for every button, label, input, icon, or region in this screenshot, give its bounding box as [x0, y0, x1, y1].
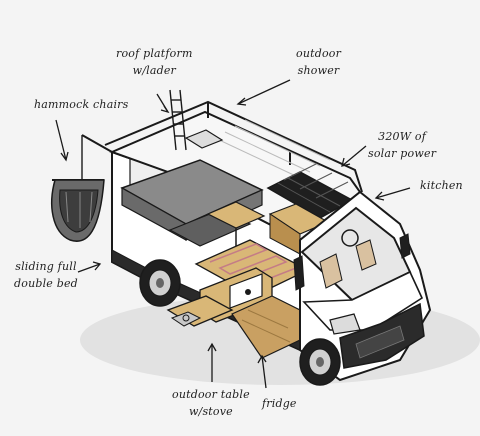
- label-solar-power: 320W of solar power: [368, 128, 436, 162]
- label-outdoor-table-line1: outdoor table: [172, 388, 250, 401]
- label-hammock-chairs-line1: hammock chairs: [34, 98, 129, 111]
- label-fridge: fridge: [262, 395, 297, 412]
- label-hammock-chairs: hammock chairs: [34, 96, 128, 113]
- hammock-chair: [51, 179, 105, 242]
- label-fridge-line1: fridge: [262, 397, 297, 410]
- label-kitchen: kitchen: [420, 177, 463, 194]
- label-outdoor-table: outdoor table w/stove: [172, 386, 250, 420]
- hood: [302, 270, 424, 331]
- label-sliding-bed-line1: sliding full: [15, 260, 77, 273]
- label-solar-power-line1: 320W of: [378, 130, 427, 143]
- hammock-pole: [81, 134, 113, 153]
- arrow-fridge: [261, 355, 267, 389]
- label-solar-power-line2: solar power: [368, 147, 437, 160]
- steering-wheel: [341, 229, 359, 247]
- label-roof-platform-line1: roof platform: [116, 47, 193, 60]
- roof-ladder: [169, 89, 187, 151]
- arrow-kitchen: [375, 187, 411, 199]
- rear-wheel: [139, 259, 181, 307]
- roof-rail: [104, 100, 363, 193]
- roof-platform: [214, 119, 331, 179]
- cab-seat: [319, 253, 343, 289]
- label-roof-platform-line2: w/lader: [132, 64, 176, 77]
- headlight: [329, 313, 361, 335]
- label-outdoor-shower-line1: outdoor: [296, 47, 342, 60]
- label-kitchen-line1: kitchen: [420, 179, 463, 192]
- label-outdoor-shower-line2: shower: [297, 64, 340, 77]
- arrow-solar-power: [341, 145, 367, 167]
- label-sliding-bed-line2: double bed: [14, 277, 78, 290]
- stove: [170, 311, 202, 327]
- side-mirror: [293, 255, 305, 291]
- label-sliding-bed: sliding full double bed: [14, 258, 78, 292]
- roof-vent: [184, 129, 224, 149]
- annotation-arrows: [55, 79, 411, 389]
- arrow-sliding-bed: [77, 263, 101, 273]
- arrow-hammock-chairs: [55, 119, 67, 161]
- label-outdoor-table-line2: w/stove: [188, 405, 233, 418]
- label-outdoor-shower: outdoor shower: [296, 45, 341, 79]
- interior-table: [206, 201, 266, 229]
- arrow-outdoor-shower: [237, 79, 291, 105]
- front-wheel: [299, 338, 341, 386]
- label-roof-platform: roof platform w/lader: [116, 45, 193, 79]
